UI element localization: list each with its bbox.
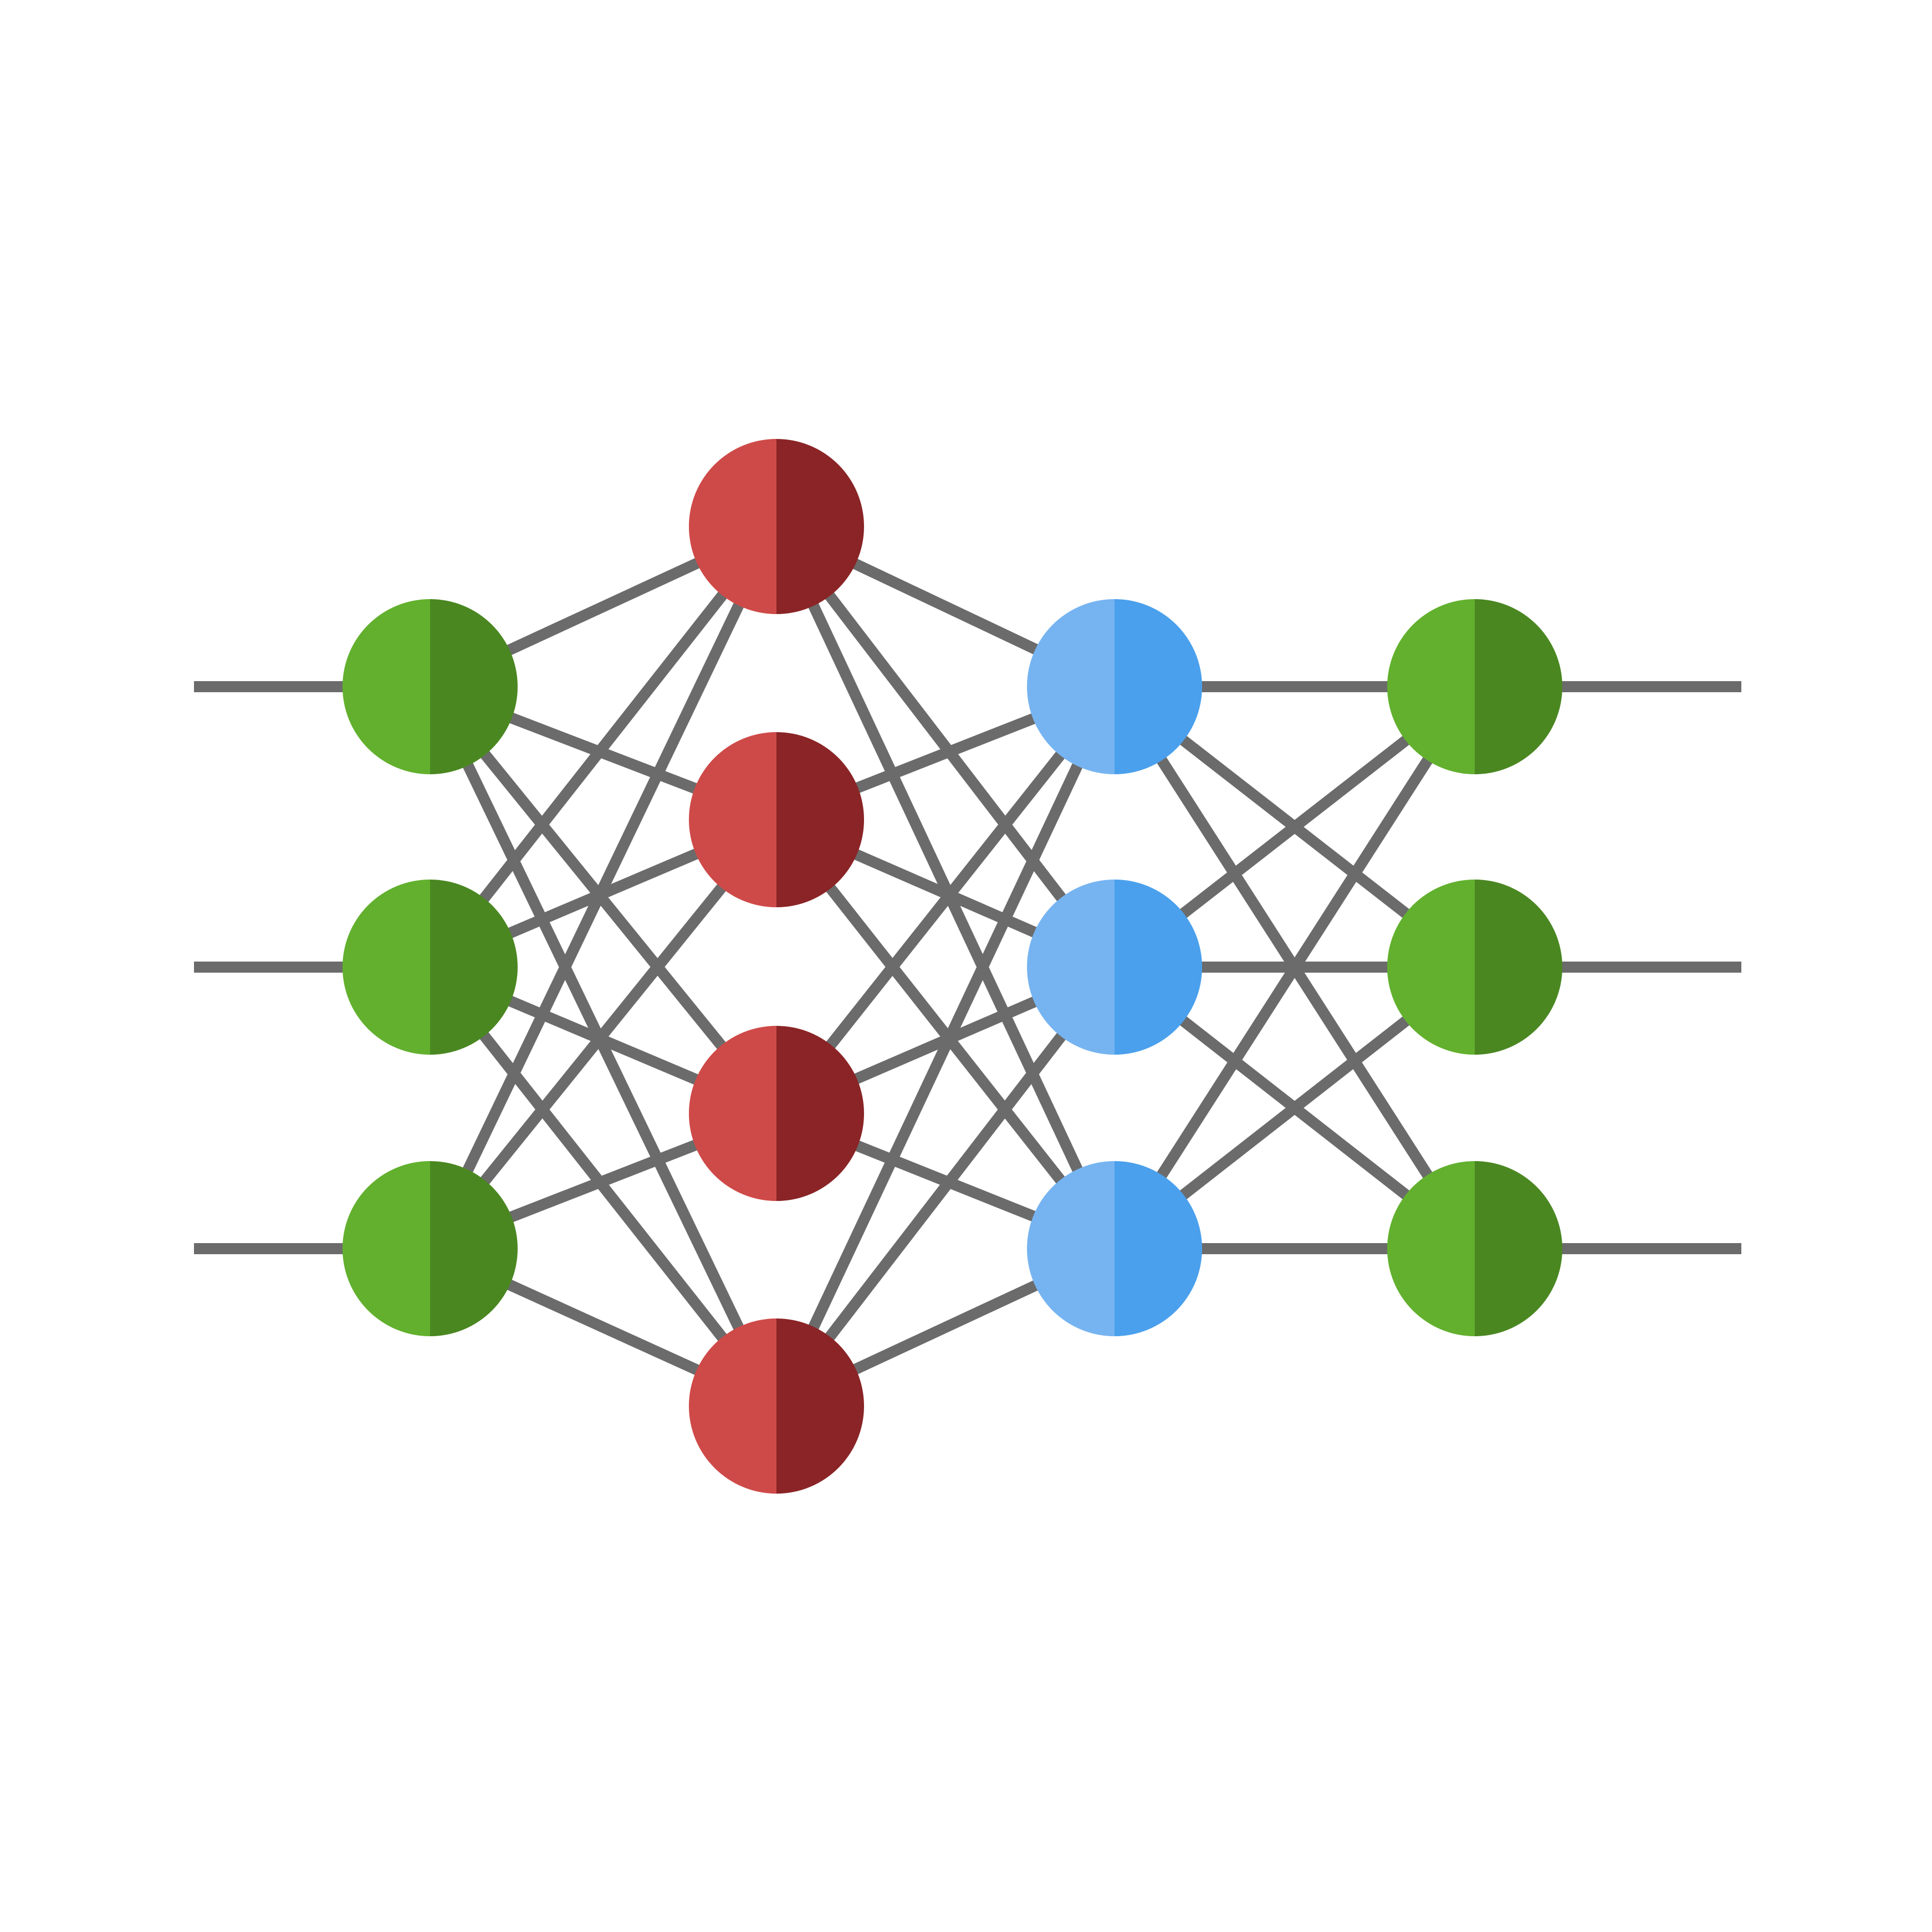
nodes-layer (343, 439, 1562, 1494)
output-layer-4-node-3 (1387, 1161, 1562, 1336)
edge-l1n3-l2n2 (426, 816, 781, 1253)
hidden-layer-3-node-1 (1027, 599, 1202, 774)
hidden-layer-2-node-4 (689, 1318, 864, 1494)
edge-l2n4-l3n2 (772, 963, 1119, 1410)
edge-l2n1-l3n2 (772, 523, 1119, 971)
input-layer-1-node-3 (343, 1161, 518, 1336)
input-layer-1-node-1 (343, 599, 518, 774)
edge-l3n3-l4n1 (1110, 683, 1480, 1252)
hidden-layer-3-node-3 (1027, 1161, 1202, 1336)
output-layer-4-node-1 (1387, 599, 1562, 774)
hidden-layer-3-node-2 (1027, 880, 1202, 1055)
input-layer-1-node-2 (343, 880, 518, 1055)
edge-l1n3-l2n1 (425, 524, 782, 1251)
edge-l2n4-l3n1 (771, 684, 1120, 1409)
edge-l1n2-l2n1 (426, 523, 781, 971)
hidden-layer-2-node-1 (689, 439, 864, 614)
edge-l1n1-l2n4 (425, 684, 782, 1409)
hidden-layer-2-node-2 (689, 732, 864, 907)
hidden-layer-2-node-3 (689, 1026, 864, 1201)
output-layer-4-node-2 (1387, 880, 1562, 1055)
edge-l2n3-l3n1 (772, 683, 1119, 1117)
